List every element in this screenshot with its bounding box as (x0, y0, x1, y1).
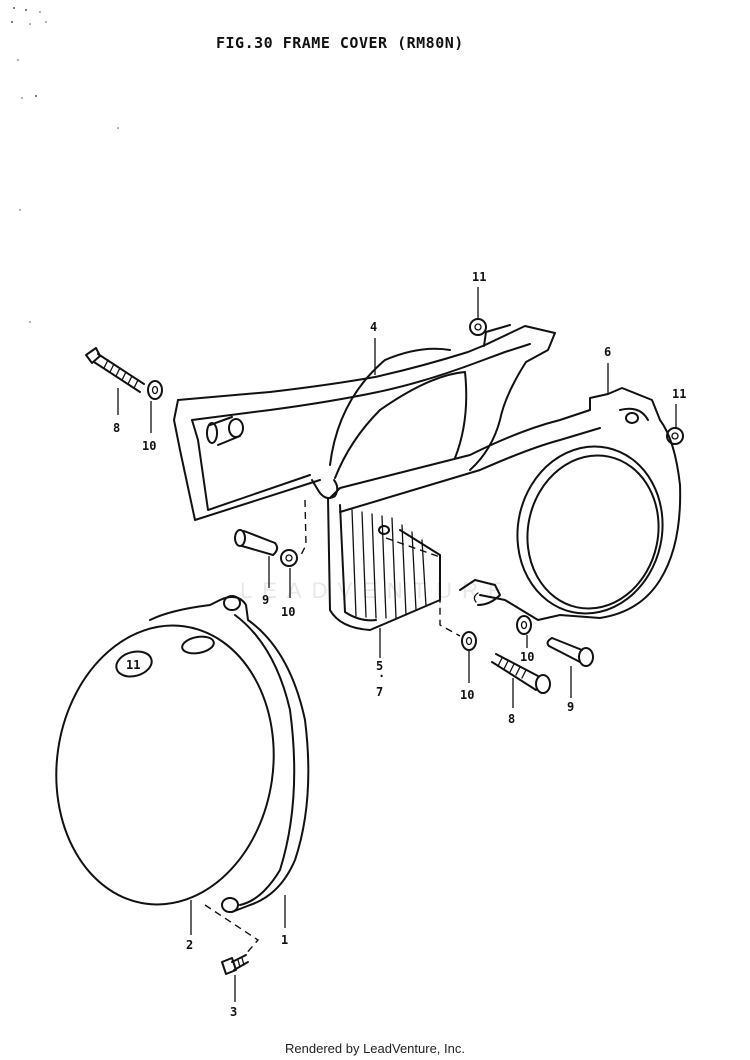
frame-cover-6 (329, 387, 682, 621)
callout-2: 2 (186, 938, 193, 952)
callout-6: 6 (604, 345, 611, 359)
leader-lines (117, 287, 677, 1002)
washer-10-left (147, 380, 163, 400)
callout-10-mid-left: 10 (281, 605, 295, 619)
screw-8-left (85, 347, 145, 393)
callout-5-separator: · (378, 669, 385, 683)
washer-10-mid-right (461, 631, 477, 651)
grommet-11-right (666, 427, 684, 445)
figure-title: FIG.30 FRAME COVER (RM80N) (216, 34, 464, 52)
callout-11-top: 11 (472, 270, 486, 284)
screw-3 (221, 954, 249, 975)
callout-labels: 4 11 6 11 8 10 9 10 5 · 7 10 10 8 9 2 1 … (113, 270, 686, 1019)
callout-10-left: 10 (142, 439, 156, 453)
scan-specks (11, 7, 119, 323)
watermark: LEADVENTURE (240, 578, 513, 603)
screw-8-right (491, 653, 551, 694)
callout-8-right: 8 (508, 712, 515, 726)
callout-4: 4 (370, 320, 377, 334)
callout-10-far-right: 10 (520, 650, 534, 664)
bolt-9-right (546, 637, 594, 667)
washer-10-mid-left (280, 549, 298, 567)
bolt-9-left (234, 529, 279, 556)
frame-cover-bracket-4 (173, 324, 556, 521)
callout-9-right: 9 (567, 700, 574, 714)
cover-emblem: 11 (126, 658, 140, 672)
callout-10-mid-right: 10 (460, 688, 474, 702)
side-block-5-7 (327, 497, 441, 631)
washer-10-far-right (516, 615, 532, 635)
grommet-11-top (469, 318, 487, 336)
callout-5: 5 (376, 659, 383, 673)
callout-7: 7 (376, 685, 383, 699)
callout-3: 3 (230, 1005, 237, 1019)
callout-8-left: 8 (113, 421, 120, 435)
clutch-cover-2: 11 (55, 595, 310, 913)
callout-1: 1 (281, 933, 288, 947)
callout-9-left: 9 (262, 593, 269, 607)
callout-11-right: 11 (672, 387, 686, 401)
render-credit: Rendered by LeadVenture, Inc. (285, 1041, 465, 1056)
